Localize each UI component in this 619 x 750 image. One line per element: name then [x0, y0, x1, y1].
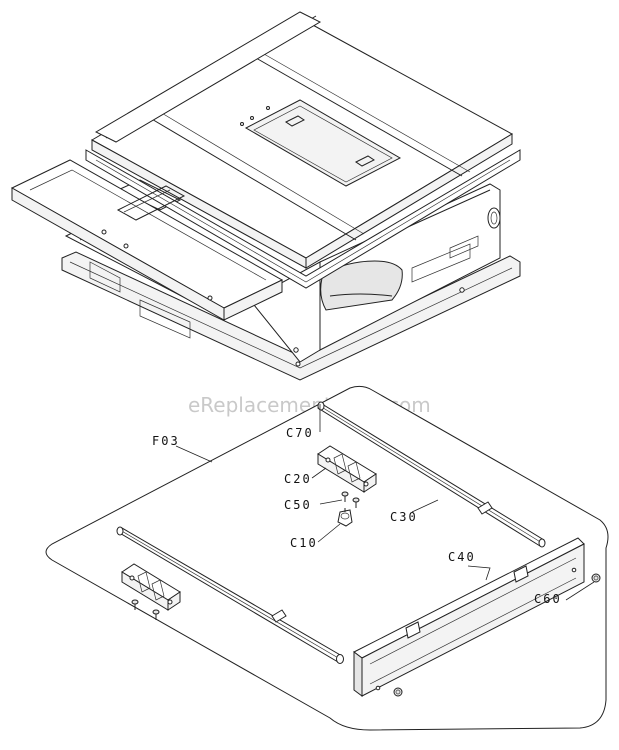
- bracket-lower: [121, 563, 181, 611]
- table-saw-assembly: [10, 11, 521, 381]
- rail-lower: [116, 526, 344, 664]
- bracket-c20: [317, 445, 377, 493]
- cross-member-c40: [353, 537, 585, 697]
- label-plate: [411, 243, 471, 283]
- callout-c70: C70: [286, 426, 314, 440]
- knob-c10-icon: [337, 508, 353, 527]
- bolt-lower-icon: [393, 687, 403, 697]
- screw-c50-icon: [341, 491, 360, 508]
- callout-c40: C40: [448, 550, 476, 564]
- base-sheet: [45, 385, 609, 731]
- vent-window: [320, 260, 403, 311]
- rail-c30: [317, 401, 546, 548]
- bolt-c60-icon: [591, 573, 601, 583]
- bevel-knob-icon: [487, 207, 501, 229]
- saw-base: [61, 251, 521, 381]
- callout-c20: C20: [284, 472, 312, 486]
- callout-c50: C50: [284, 498, 312, 512]
- callout-c30: C30: [390, 510, 418, 524]
- screw-lower-icon: [131, 599, 160, 620]
- front-rail: [85, 149, 521, 289]
- callout-c10: C10: [290, 536, 318, 550]
- callout-c60: C60: [534, 592, 562, 606]
- throat-plate: [244, 99, 402, 187]
- callout-f03: F03: [152, 434, 180, 448]
